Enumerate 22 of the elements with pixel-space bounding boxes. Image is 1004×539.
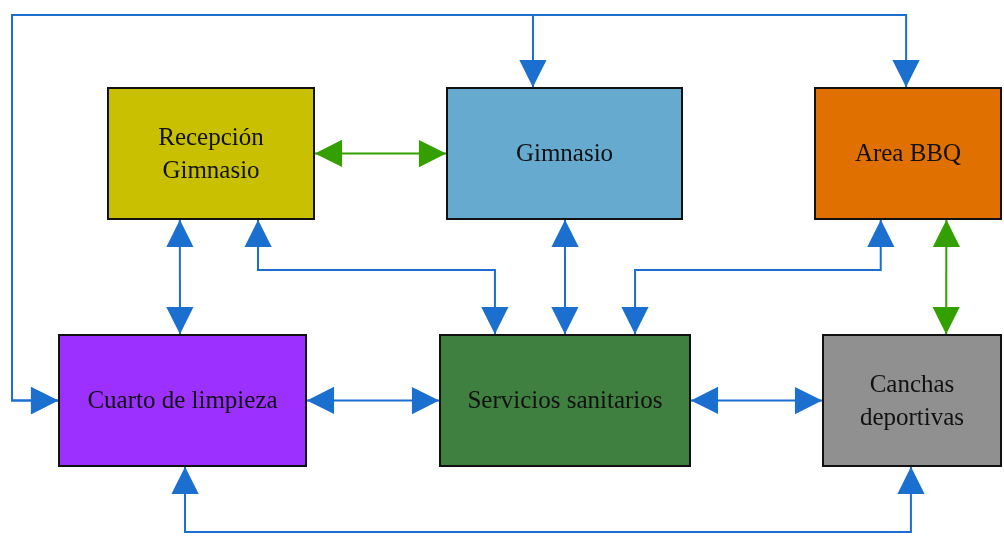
arrow <box>932 219 960 335</box>
arrow <box>690 386 823 415</box>
arrow <box>551 219 579 335</box>
process-box <box>439 334 691 467</box>
box-label: Canchas deportivas <box>858 369 966 432</box>
arrow <box>314 139 447 168</box>
process-box <box>58 334 307 467</box>
process-box <box>814 87 1002 220</box>
arrow <box>166 219 194 335</box>
arrow <box>171 466 925 533</box>
box-label: Gimnasio <box>514 138 615 169</box>
box-label: Area BBQ <box>853 138 963 169</box>
arrow <box>621 219 895 335</box>
box-label: Recepción Gimnasio <box>157 122 265 185</box>
box-label: Cuarto de limpieza <box>86 385 279 416</box>
arrow <box>11 14 920 415</box>
process-box <box>446 87 683 220</box>
process-box <box>822 334 1002 467</box>
process-box <box>107 87 315 220</box>
box-label: Servicios sanitarios <box>466 385 664 416</box>
arrow <box>306 386 440 415</box>
arrow <box>244 219 509 335</box>
